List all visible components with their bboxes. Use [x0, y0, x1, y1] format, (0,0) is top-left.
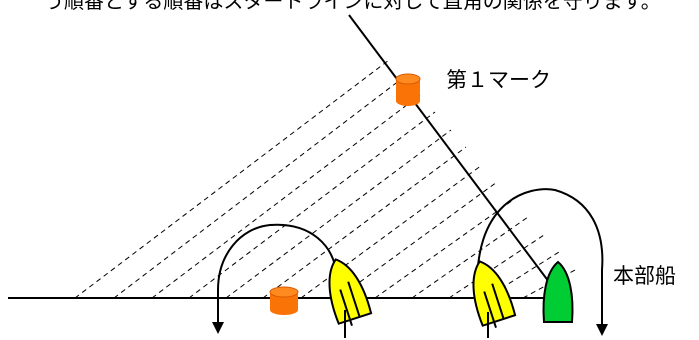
yellow-boat-1	[328, 258, 373, 326]
hatch-lines	[74, 59, 576, 299]
pin-mark	[269, 286, 299, 315]
hatch-line	[448, 234, 545, 299]
hatch-line	[411, 216, 529, 299]
committee-turn-arc	[476, 188, 604, 330]
hatch-line	[113, 76, 405, 299]
yellow-boat-2	[472, 260, 517, 328]
hatch-line	[337, 181, 498, 299]
arrow-head-right	[596, 324, 608, 336]
hatch-line	[151, 94, 421, 299]
left-turn-arc	[217, 223, 338, 330]
hatch-line	[225, 129, 452, 299]
committee-boat	[542, 260, 574, 323]
right-layline	[348, 14, 556, 291]
first-mark	[395, 73, 421, 106]
hatch-line	[188, 111, 436, 299]
first-mark-label: 第１マーク	[446, 68, 551, 92]
hatch-line	[262, 146, 467, 299]
caption-text: う順番とする順番はスタートラインに対して直角の関係を守ります。	[44, 0, 661, 13]
arrow-head-left	[212, 322, 224, 334]
hatch-line	[300, 164, 483, 299]
hatch-line	[74, 59, 390, 299]
committee-boat-label: 本部船	[613, 264, 676, 288]
hatch-line	[374, 199, 514, 299]
